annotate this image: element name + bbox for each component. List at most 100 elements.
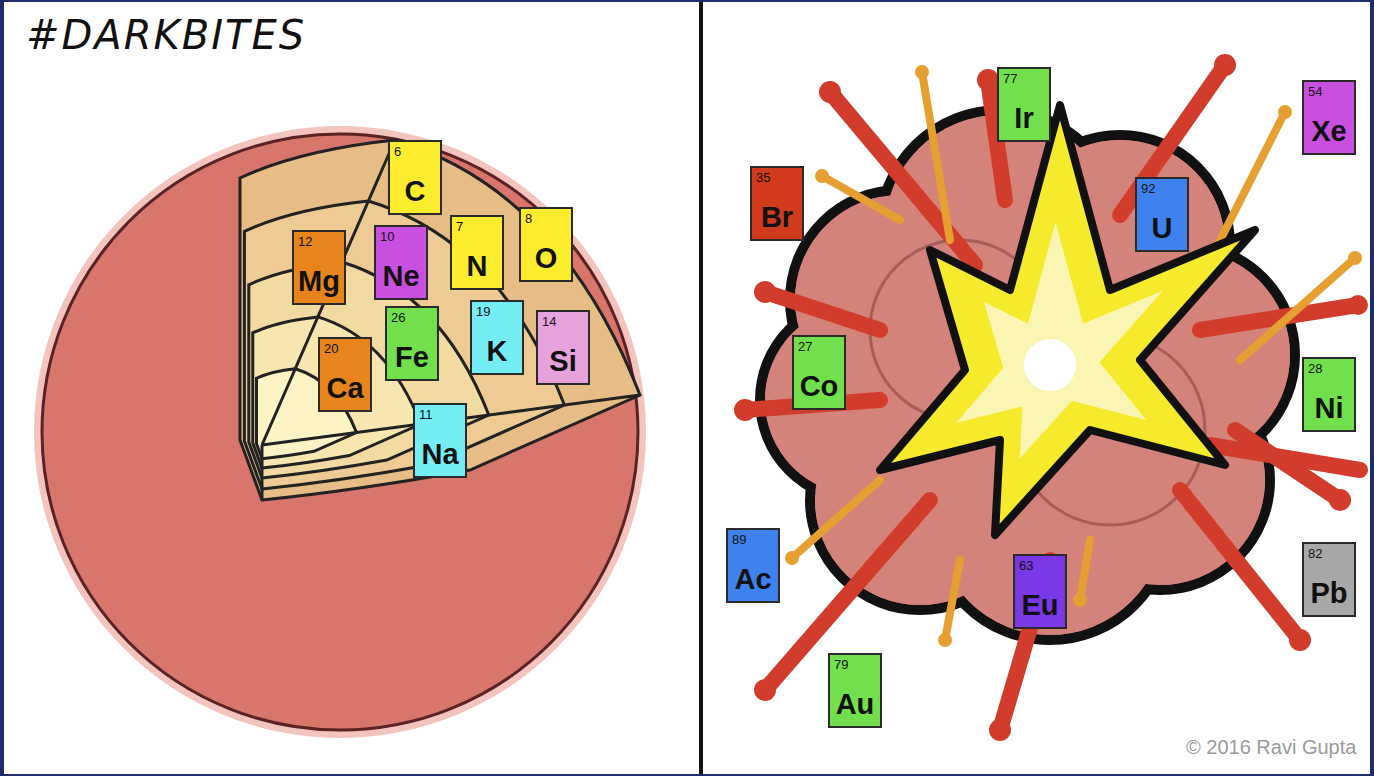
ray-tip xyxy=(785,551,799,565)
atomic-number: 77 xyxy=(999,69,1017,86)
ray xyxy=(1210,445,1360,470)
element-tile: 12Mg xyxy=(292,230,346,305)
element-symbol: Eu xyxy=(1015,589,1065,627)
star-center xyxy=(1024,339,1076,391)
element-symbol: Mg xyxy=(294,265,344,303)
ray-tip xyxy=(1348,295,1368,315)
element-tile: 35Br xyxy=(750,166,804,241)
ray-tip xyxy=(819,81,841,103)
ray-tip xyxy=(989,719,1011,741)
ray-tip xyxy=(1329,489,1351,511)
star-glow xyxy=(34,126,646,738)
atomic-number: 6 xyxy=(390,142,401,159)
element-symbol: Co xyxy=(794,370,844,408)
ray xyxy=(765,292,880,330)
ray xyxy=(1240,258,1355,360)
ray-tip xyxy=(754,281,776,303)
atomic-number: 92 xyxy=(1137,179,1155,196)
ray xyxy=(1180,490,1300,640)
element-symbol: Si xyxy=(538,345,588,383)
element-tile: 11Na xyxy=(413,403,467,478)
ray-tip xyxy=(815,169,829,183)
element-symbol: K xyxy=(472,335,522,373)
element-tile: 20Ca xyxy=(318,337,372,412)
element-symbol: Ca xyxy=(320,372,370,410)
ray xyxy=(945,560,960,640)
element-symbol: Au xyxy=(830,688,880,726)
ray xyxy=(1080,540,1090,600)
orange-rays xyxy=(785,65,1362,647)
element-symbol: Na xyxy=(415,438,465,476)
atomic-number: 35 xyxy=(752,168,770,185)
star-inner xyxy=(957,222,1163,459)
element-tile: 28Ni xyxy=(1302,357,1356,432)
element-tile: 10Ne xyxy=(374,225,428,300)
atomic-number: 82 xyxy=(1304,544,1322,561)
ray-tip xyxy=(1289,629,1311,651)
element-tile: 7N xyxy=(450,215,504,290)
element-symbol: U xyxy=(1137,212,1187,250)
element-symbol: Pb xyxy=(1304,577,1354,615)
element-symbol: Ni xyxy=(1304,392,1354,430)
element-symbol: Ac xyxy=(728,563,778,601)
burst-star xyxy=(880,105,1255,535)
explosion-cloud xyxy=(760,110,1295,640)
layer-3 xyxy=(249,262,489,478)
star-sphere xyxy=(34,126,646,738)
atomic-number: 12 xyxy=(294,232,312,249)
atomic-number: 10 xyxy=(376,227,394,244)
explosion-cloud-fill xyxy=(765,115,1290,635)
copyright-note: © 2016 Ravi Gupta xyxy=(1186,736,1356,759)
ray-tip xyxy=(915,65,929,79)
atomic-number: 89 xyxy=(728,530,746,547)
red-rays xyxy=(734,54,1368,741)
ray-tip xyxy=(1278,105,1292,119)
element-tile: 79Au xyxy=(828,653,882,728)
ray xyxy=(922,72,950,240)
atomic-number: 79 xyxy=(830,655,848,672)
element-symbol: C xyxy=(390,175,440,213)
ray xyxy=(792,480,880,558)
diagram-title: #DARKBITES xyxy=(26,12,306,58)
element-symbol: O xyxy=(521,242,571,280)
atomic-number: 20 xyxy=(320,339,338,356)
ray-tip xyxy=(1214,54,1236,76)
atomic-number: 14 xyxy=(538,312,556,329)
ray-tip xyxy=(1073,593,1087,607)
layer-outer xyxy=(240,140,640,500)
ray-tip xyxy=(734,399,756,421)
layer-2 xyxy=(244,201,564,489)
element-tile: 92U xyxy=(1135,177,1189,252)
element-tile: 14Si xyxy=(536,310,590,385)
element-tile: 63Eu xyxy=(1013,554,1067,629)
ray-tip xyxy=(977,69,999,91)
atomic-number: 28 xyxy=(1304,359,1322,376)
element-symbol: Xe xyxy=(1304,115,1354,153)
atomic-number: 26 xyxy=(387,308,405,325)
element-tile: 27Co xyxy=(792,335,846,410)
element-tile: 77Ir xyxy=(997,67,1051,142)
ray-tip xyxy=(754,679,776,701)
white-panel xyxy=(4,2,1370,774)
element-tile: 89Ac xyxy=(726,528,780,603)
star-burst xyxy=(880,105,1255,535)
element-symbol: Fe xyxy=(387,341,437,379)
atomic-number: 7 xyxy=(452,217,463,234)
element-tile: 19K xyxy=(470,300,524,375)
atomic-number: 27 xyxy=(794,337,812,354)
element-tile: 8O xyxy=(519,207,573,282)
ray-tip xyxy=(1348,251,1362,265)
element-symbol: N xyxy=(452,250,502,288)
element-tile: 26Fe xyxy=(385,306,439,381)
element-symbol: Ne xyxy=(376,260,426,298)
atomic-number: 11 xyxy=(415,405,433,422)
element-tile: 6C xyxy=(388,140,442,215)
cut-edge xyxy=(261,445,264,500)
divider-line xyxy=(699,2,703,774)
atomic-number: 54 xyxy=(1304,82,1322,99)
element-symbol: Br xyxy=(752,201,802,239)
ray xyxy=(822,176,900,220)
atomic-number: 19 xyxy=(472,302,490,319)
